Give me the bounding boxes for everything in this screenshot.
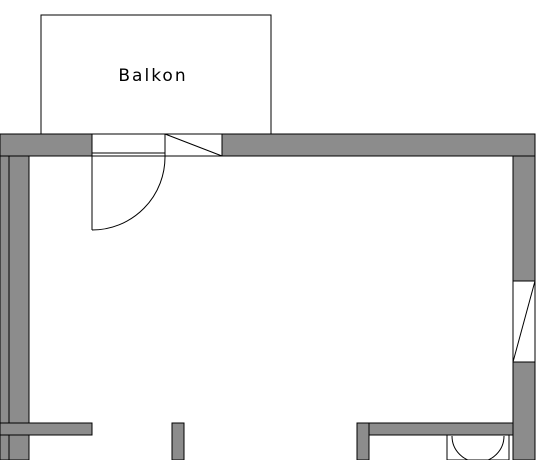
top-wall-right bbox=[221, 133, 536, 157]
right-window-sash bbox=[512, 280, 536, 363]
left-wall-outer bbox=[0, 155, 10, 460]
right-wall-upper bbox=[512, 155, 536, 282]
sink-outline bbox=[446, 434, 510, 460]
left-wall bbox=[8, 155, 30, 460]
bottom-wall-right bbox=[356, 422, 514, 436]
bottom-wall-stub bbox=[171, 422, 185, 460]
top-wall-left bbox=[0, 133, 93, 157]
top-window-sash bbox=[164, 133, 223, 157]
balcony-outline bbox=[40, 14, 272, 135]
right-wall-lower bbox=[512, 361, 536, 460]
bottom-wall-corner bbox=[356, 422, 370, 460]
sink-basin bbox=[451, 435, 505, 460]
door-swing-arc bbox=[91, 155, 166, 231]
bottom-wall-left bbox=[0, 422, 93, 436]
balcony-label: Balkon bbox=[118, 66, 187, 86]
